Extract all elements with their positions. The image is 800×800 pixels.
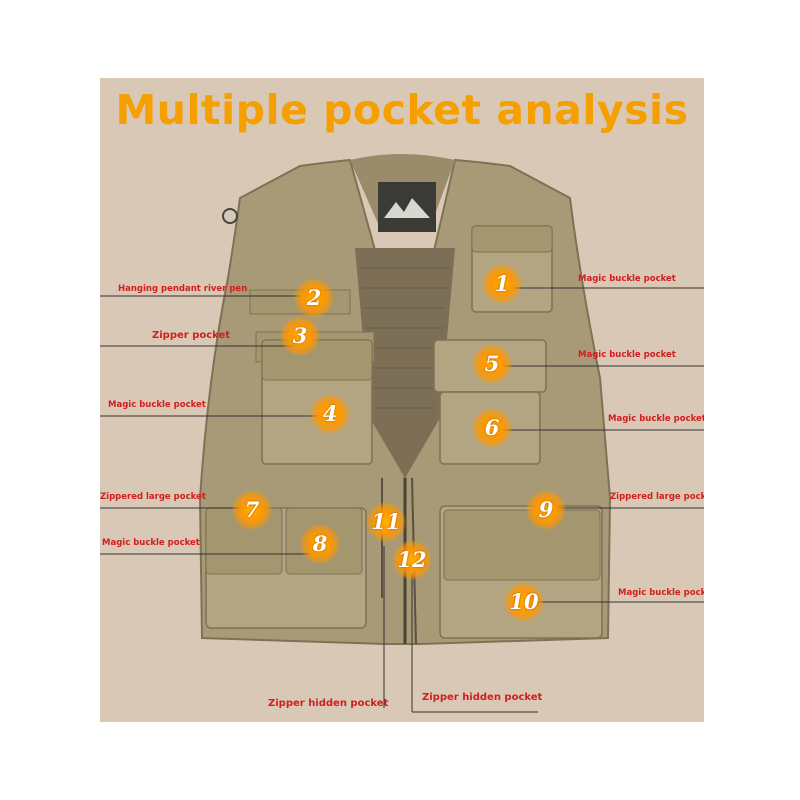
marker-11: 11 <box>366 502 406 542</box>
label-magic-buckle-right-6: Magic buckle pocket <box>608 414 704 424</box>
marker-10: 10 <box>504 582 544 622</box>
label-magic-buckle-left-lower: Magic buckle pocket <box>102 538 200 548</box>
marker-7: 7 <box>232 490 272 530</box>
label-magic-buckle-right-10: Magic buckle pocket <box>618 588 704 598</box>
label-magic-buckle-right-5: Magic buckle pocket <box>578 350 676 360</box>
marker-2: 2 <box>294 278 334 318</box>
marker-9: 9 <box>526 490 566 530</box>
label-zippered-large-left: Zippered large pocket <box>100 492 206 502</box>
marker-3: 3 <box>280 316 320 356</box>
label-zipper-hidden-left: Zipper hidden pocket <box>268 698 389 709</box>
label-magic-buckle-right-1: Magic buckle pocket <box>578 274 676 284</box>
product-image: Multiple pocket analysis 1 2 3 4 5 6 7 8… <box>100 78 704 722</box>
marker-5: 5 <box>472 344 512 384</box>
label-hanging-pendant: Hanging pendant river pen <box>118 284 248 294</box>
marker-6: 6 <box>472 408 512 448</box>
leader-lines <box>100 287 704 713</box>
label-magic-buckle-left: Magic buckle pocket <box>108 400 206 410</box>
marker-4: 4 <box>310 394 350 434</box>
label-zipper-pocket: Zipper pocket <box>152 330 231 341</box>
marker-12: 12 <box>392 540 432 580</box>
marker-8: 8 <box>300 524 340 564</box>
label-zippered-large-right: Zippered large pocket <box>610 492 704 502</box>
label-zipper-hidden-right: Zipper hidden pocket <box>422 692 543 703</box>
marker-1: 1 <box>482 264 522 304</box>
pocket-10 <box>443 509 601 581</box>
mesh-lining <box>355 248 455 478</box>
page-title: Multiple pocket analysis <box>115 86 689 134</box>
